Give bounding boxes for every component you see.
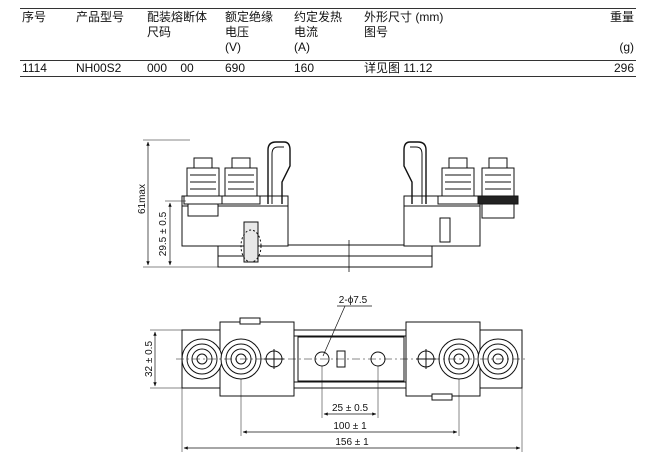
left-screw-1 [183, 157, 223, 217]
cell-weight: 296 [613, 61, 634, 75]
top-view [150, 305, 528, 452]
left-screw-2 [221, 157, 261, 205]
right-screw-1 [437, 157, 479, 205]
cell-dimensions: 详见图 11.12 [364, 61, 433, 75]
dim-height-max: 61max [137, 184, 148, 214]
dim-height-mount: 29.5 ± 0.5 [158, 211, 169, 256]
mount-detail [243, 221, 259, 263]
dim-mid: 100 ± 1 [333, 421, 367, 432]
cell-voltage: 690 [225, 61, 246, 75]
header-seq: 序号 [22, 10, 47, 24]
header-weight: 重量 (g) [609, 10, 634, 54]
header-model: 产品型号 [76, 10, 125, 24]
table-header-rule [20, 60, 636, 61]
header-dimensions: 外形尺寸 (mm) 图号 [364, 10, 444, 39]
cell-current: 160 [294, 61, 315, 75]
header-current: 约定发热 电流 (A) [294, 10, 343, 54]
side-view [143, 139, 519, 272]
table-bottom-rule [20, 76, 636, 77]
cell-model: NH00S2 [76, 61, 122, 75]
cell-seq: 1114 [22, 61, 47, 75]
cell-fuse-size: 000 00 [147, 61, 194, 75]
dim-inner: 25 ± 0.5 [332, 403, 369, 414]
table-top-rule [20, 8, 636, 9]
header-voltage: 额定绝缘 电压 (V) [225, 10, 274, 54]
right-screw-2 [477, 157, 519, 219]
header-fuse-size: 配装熔断体 尺码 [147, 10, 208, 39]
dim-overall: 156 ± 1 [335, 437, 369, 448]
dim-width: 32 ± 0.5 [144, 341, 155, 378]
hole-spec-label: 2-ϕ7.5 [339, 295, 368, 306]
